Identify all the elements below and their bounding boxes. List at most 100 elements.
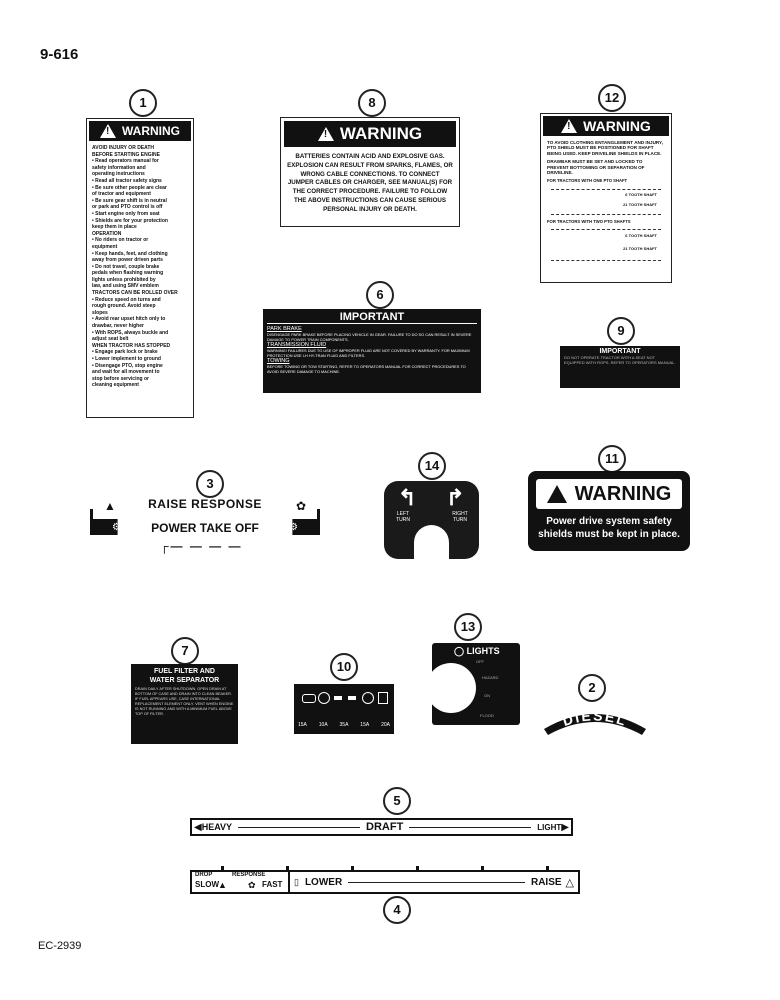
- fuse-rating: 15A: [360, 722, 370, 728]
- fuse-icon: [302, 694, 316, 703]
- lower-label: LOWER: [304, 876, 343, 888]
- fuse-ratings: 15A 10A 35A 15A 20A: [298, 722, 390, 728]
- callout-6: 6: [366, 281, 394, 309]
- operator-warning-line: • Avoid rear upset hitch only to: [92, 316, 166, 323]
- operator-warning-line: • Shields are for your protection: [92, 217, 168, 224]
- section-text: BEFORE TOWING OR TOW STARTING, REFER TO …: [267, 364, 466, 374]
- heavy-label: HEAVY: [201, 822, 233, 832]
- callout-10: 10: [330, 653, 358, 681]
- right-turn-label: RIGHT TURN: [452, 511, 468, 523]
- operator-warning-line: • Keep hands, feet, and clothing: [92, 250, 168, 257]
- decal-fuse-panel: 15A 10A 35A 15A 20A: [294, 684, 394, 734]
- lights-title: ◯ LIGHTS: [454, 646, 500, 656]
- operator-warning-line: operating instructions: [92, 171, 145, 178]
- operator-warning-line: lights unless prohibited by: [92, 276, 156, 283]
- decal-draft-bar: ◀ HEAVY DRAFT LIGHT ▶: [190, 818, 573, 836]
- operator-warning-line: law, and using SMV emblem: [92, 283, 159, 290]
- warning-header: WARNING: [89, 121, 191, 141]
- left-turn-label: LEFT TURN: [396, 511, 410, 523]
- power-drive-text: Power drive system safety shields must b…: [528, 515, 690, 541]
- section-title: TRANSMISSION FLUID: [267, 342, 327, 348]
- callout-12: 12: [598, 84, 626, 112]
- pto-diagram-1: 6 TOOTH SHAFT 21 TOOTH SHAFT: [551, 188, 661, 215]
- operator-warning-line: and wait for all movement to: [92, 369, 160, 376]
- operator-warning-line: OPERATION: [92, 230, 122, 237]
- decal-fuel-filter: FUEL FILTER AND WATER SEPARATOR DRAIN DA…: [131, 664, 238, 744]
- operator-warning-line: • Disengage PTO, stop engine: [92, 362, 163, 369]
- warning-header: WARNING: [284, 121, 456, 147]
- callout-8: 8: [358, 89, 386, 117]
- pto-sub-1: FOR TRACTORS WITH ONE PTO SHAFT: [547, 178, 628, 184]
- section-title: TOWING: [267, 358, 290, 364]
- pto-diagram-2: 6 TOOTH SHAFT 21 TOOTH SHAFT: [551, 229, 661, 262]
- important-header: IMPORTANT: [599, 348, 641, 355]
- drop-label: DROP: [195, 872, 213, 878]
- warning-header-text: WARNING: [574, 482, 672, 505]
- fuse-rating: 15A: [298, 722, 307, 728]
- decal-raise-response-pto: RAISE RESPONSE ▲ ✿ POWER TAKE OFF ⚙ ⚙ ┌—…: [90, 495, 320, 557]
- operator-warning-line: of tractor and equipment: [92, 191, 151, 198]
- pto-sub-2: FOR TRACTORS WITH TWO PTO SHAFTS: [547, 218, 631, 224]
- shaft-label: 21 TOOTH SHAFT: [623, 246, 657, 252]
- callout-7: 7: [171, 637, 199, 665]
- svg-text:DIESEL: DIESEL: [561, 707, 630, 729]
- left-arrow-icon: ◀: [194, 821, 202, 833]
- operator-warning-line: • Be sure other people are clear: [92, 184, 167, 191]
- fast-label: FAST: [262, 880, 283, 889]
- rabbit-icon: ✿: [248, 880, 256, 890]
- draft-label: DRAFT: [366, 821, 404, 833]
- operator-warning-line: keep them in place: [92, 224, 137, 231]
- fuse-slot: [334, 696, 342, 700]
- shaft-label: 6 TOOTH SHAFT: [625, 191, 657, 197]
- fuse-slot: [348, 696, 356, 700]
- fuse-rating: 35A: [339, 722, 349, 728]
- callout-3: 3: [196, 470, 224, 498]
- gear-icon: ⚙: [112, 522, 121, 533]
- operator-warning-line: cleaning equipment: [92, 382, 139, 389]
- operator-warning-line: away from power driven parts: [92, 257, 163, 264]
- operator-warning-line: • Start engine only from seat: [92, 210, 160, 217]
- operator-warning-line: • No riders on tractor or: [92, 237, 149, 244]
- lower-raise-panel: ▯ LOWER RAISE △: [290, 870, 580, 894]
- decal-important-small: IMPORTANT DO NOT OPERATE TRACTOR WITH A …: [560, 346, 680, 388]
- important-header: IMPORTANT: [267, 311, 477, 324]
- operator-warning-line: WHEN TRACTOR HAS STOPPED: [92, 342, 171, 349]
- operator-warning-line: AVOID INJURY OR DEATH: [92, 145, 155, 151]
- warning-triangle-icon: [546, 485, 567, 503]
- operator-warning-line: TRACTORS CAN BE ROLLED OVER: [92, 290, 178, 297]
- right-arrow-icon: ▶: [561, 821, 569, 833]
- callout-11: 11: [598, 445, 626, 473]
- diesel-text: DIESEL: [561, 707, 628, 729]
- diesel-arch: DIESEL: [544, 707, 646, 735]
- implement-lower-icon: ▯: [294, 876, 299, 887]
- page-number: 9-616: [40, 46, 79, 63]
- operator-warning-line: • With ROPS, always buckle and: [92, 329, 169, 336]
- operator-warning-line: or park and PTO control is off: [92, 204, 163, 211]
- operator-warning-line: BEFORE STARTING ENGINE: [92, 151, 160, 158]
- callout-14: 14: [418, 452, 446, 480]
- section-text: WARNING! FAILURES DUE TO USE OF IMPROPER…: [267, 348, 470, 358]
- decal-lights: ◯ LIGHTS OFF HAZARD ON FLOOD: [426, 643, 520, 725]
- warning-header-text: WARNING: [583, 118, 651, 134]
- decal-lower-raise: DROP RESPONSE SLOW ▲ ✿ FAST ▯ LOWER RAIS…: [190, 866, 580, 894]
- decal-battery-warning: WARNING BATTERIES CONTAIN ACID AND EXPLO…: [280, 117, 460, 227]
- decal-pto-warning: WARNING TO AVOID CLOTHING ENTANGLEMENT A…: [540, 113, 672, 283]
- section-title: PARK BRAKE: [267, 326, 302, 332]
- power-drive-line-2: shields must be kept in place.: [538, 529, 680, 540]
- light-icon: [362, 692, 374, 704]
- light-icon: [318, 692, 330, 704]
- pto-text-1: TO AVOID CLOTHING ENTANGLEMENT AND INJUR…: [547, 140, 663, 156]
- raise-label: RAISE: [530, 876, 562, 888]
- operator-warning-line: safety information and: [92, 164, 146, 171]
- warning-header: WARNING: [536, 479, 682, 509]
- light-label: LIGHT: [537, 822, 562, 832]
- shaft-label: 6 TOOTH SHAFT: [625, 233, 657, 239]
- important-text: DO NOT OPERATE TRACTOR WITH A SEAT NOT E…: [564, 355, 676, 365]
- fuel-filter-text: DRAIN DAILY AFTER SHUTDOWN. OPEN DRAIN A…: [135, 687, 234, 716]
- raise-response-label: RAISE RESPONSE: [148, 497, 262, 511]
- section-text: DISENGAGE PARK BRAKE BEFORE PLACING VEHI…: [267, 332, 472, 342]
- operator-warning-line: adjust seat belt: [92, 336, 129, 343]
- callout-4: 4: [383, 896, 411, 924]
